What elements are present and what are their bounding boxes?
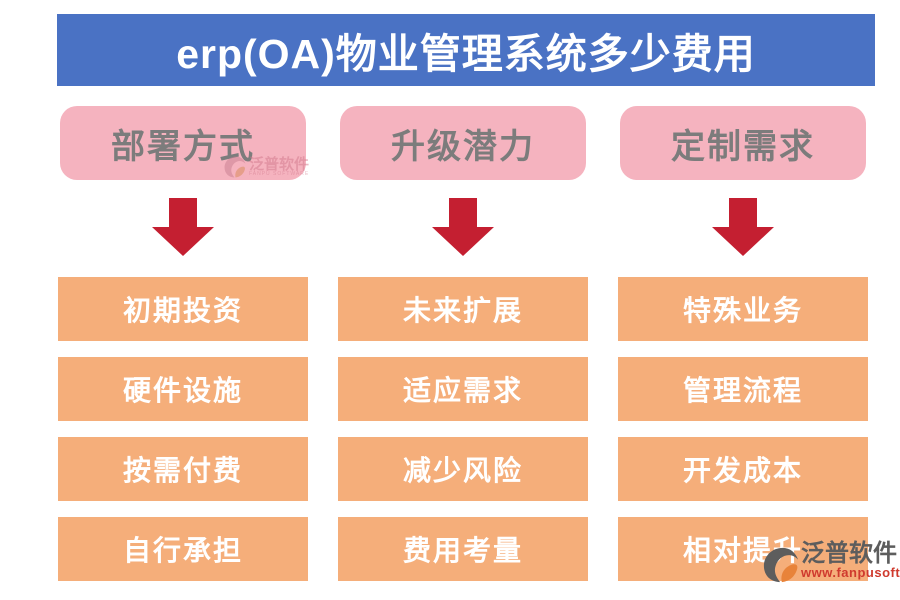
down-arrow-icon — [58, 198, 308, 256]
column-upgrade: 升级潜力 未来扩展 适应需求 减少风险 费用考量 — [338, 0, 588, 600]
page-title: erp(OA)物业管理系统多少费用 — [176, 31, 756, 77]
item-label: 开发成本 — [682, 455, 803, 486]
item-box: 开发成本 — [618, 437, 868, 501]
item-box: 未来扩展 — [338, 277, 588, 341]
fanpu-logo-icon — [224, 156, 246, 178]
item-label: 适应需求 — [402, 375, 523, 406]
item-box: 硬件设施 — [58, 357, 308, 421]
watermark-text: 泛普软件 www.fanpusoft.com — [801, 541, 900, 580]
down-arrow-icon — [618, 198, 868, 256]
watermark-corner: 泛普软件 www.fanpusoft.com — [763, 541, 900, 583]
arrow-head — [152, 227, 214, 256]
item-label: 自行承担 — [122, 535, 243, 566]
arrow-head — [712, 227, 774, 256]
watermark-subtext: FANPU SOFTWARE — [249, 171, 310, 177]
column-custom: 定制需求 特殊业务 管理流程 开发成本 相对提升 — [618, 0, 868, 600]
item-box: 初期投资 — [58, 277, 308, 341]
item-box: 适应需求 — [338, 357, 588, 421]
item-label: 减少风险 — [402, 455, 523, 486]
item-box: 减少风险 — [338, 437, 588, 501]
item-label: 费用考量 — [402, 535, 523, 566]
category-box-custom: 定制需求 — [620, 106, 866, 180]
item-label: 未来扩展 — [402, 295, 523, 326]
item-box: 管理流程 — [618, 357, 868, 421]
category-label: 定制需求 — [671, 127, 815, 166]
item-label: 特殊业务 — [682, 295, 803, 326]
arrow-head — [432, 227, 494, 256]
item-box: 按需付费 — [58, 437, 308, 501]
category-label: 升级潜力 — [391, 127, 535, 166]
item-box: 费用考量 — [338, 517, 588, 581]
item-box: 特殊业务 — [618, 277, 868, 341]
watermark-inline: 泛普软件 FANPU SOFTWARE — [224, 156, 309, 178]
category-box-deployment: 部署方式 — [60, 106, 306, 180]
item-label: 硬件设施 — [122, 375, 243, 406]
fanpu-logo-icon — [763, 547, 799, 583]
watermark-url: www.fanpusoft.com — [801, 565, 900, 581]
arrow-stem — [449, 198, 477, 227]
watermark-brand: 泛普软件 — [801, 540, 897, 567]
category-box-upgrade: 升级潜力 — [340, 106, 586, 180]
item-box: 自行承担 — [58, 517, 308, 581]
column-deployment: 部署方式 初期投资 硬件设施 按需付费 自行承担 — [58, 0, 308, 600]
title-banner: erp(OA)物业管理系统多少费用 — [57, 14, 875, 86]
item-label: 按需付费 — [122, 455, 243, 486]
arrow-stem — [729, 198, 757, 227]
item-label: 初期投资 — [122, 295, 243, 326]
item-label: 管理流程 — [682, 375, 803, 406]
watermark-text: 泛普软件 FANPU SOFTWARE — [249, 157, 309, 177]
watermark-brand: 泛普软件 — [249, 156, 310, 173]
down-arrow-icon — [338, 198, 588, 256]
arrow-stem — [169, 198, 197, 227]
